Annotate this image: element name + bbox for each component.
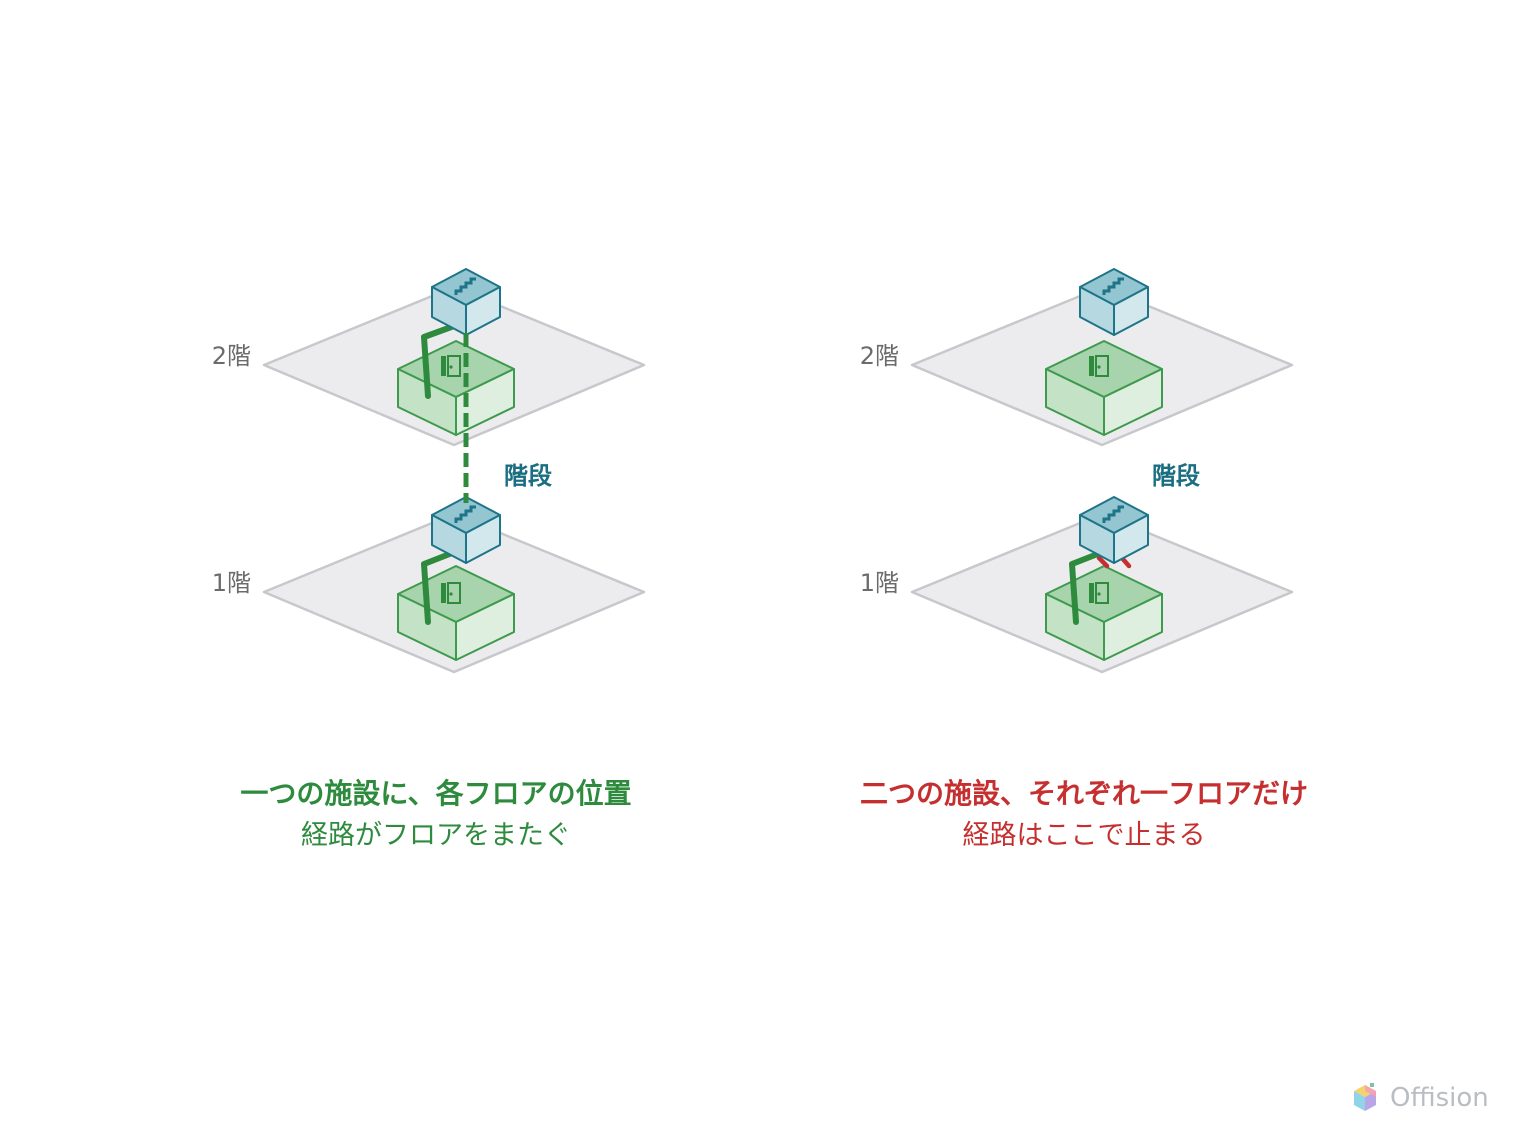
left-caption: 一つの施設に、各フロアの位置 経路がフロアをまたぐ — [116, 776, 756, 854]
right-panel: 2階 1階 階段 — [860, 267, 1294, 674]
left-panel: 2階 1階 階段 — [212, 267, 646, 674]
stairs-label: 階段 — [1152, 462, 1200, 490]
offision-logo-icon — [1354, 1083, 1376, 1111]
blocked-x-icon — [1096, 555, 1132, 569]
brand-watermark: Offision — [1352, 1078, 1489, 1118]
floor-2-label: 2階 — [212, 342, 251, 370]
right-caption-subtitle: 経路はここで止まる — [962, 820, 1206, 851]
right-caption-title: 二つの施設、それぞれ一フロアだけ — [859, 777, 1308, 810]
left-caption-subtitle: 経路がフロアをまたぐ — [301, 820, 571, 851]
floor-1-label: 1階 — [860, 569, 899, 597]
brand-name: Offision — [1390, 1083, 1489, 1113]
left-caption-title: 一つの施設に、各フロアの位置 — [240, 777, 632, 810]
stairs-label: 階段 — [504, 462, 552, 490]
right-caption: 二つの施設、それぞれ一フロアだけ 経路はここで止まる — [764, 776, 1404, 854]
floor-2-label: 2階 — [860, 342, 899, 370]
floor-1-label: 1階 — [212, 569, 251, 597]
